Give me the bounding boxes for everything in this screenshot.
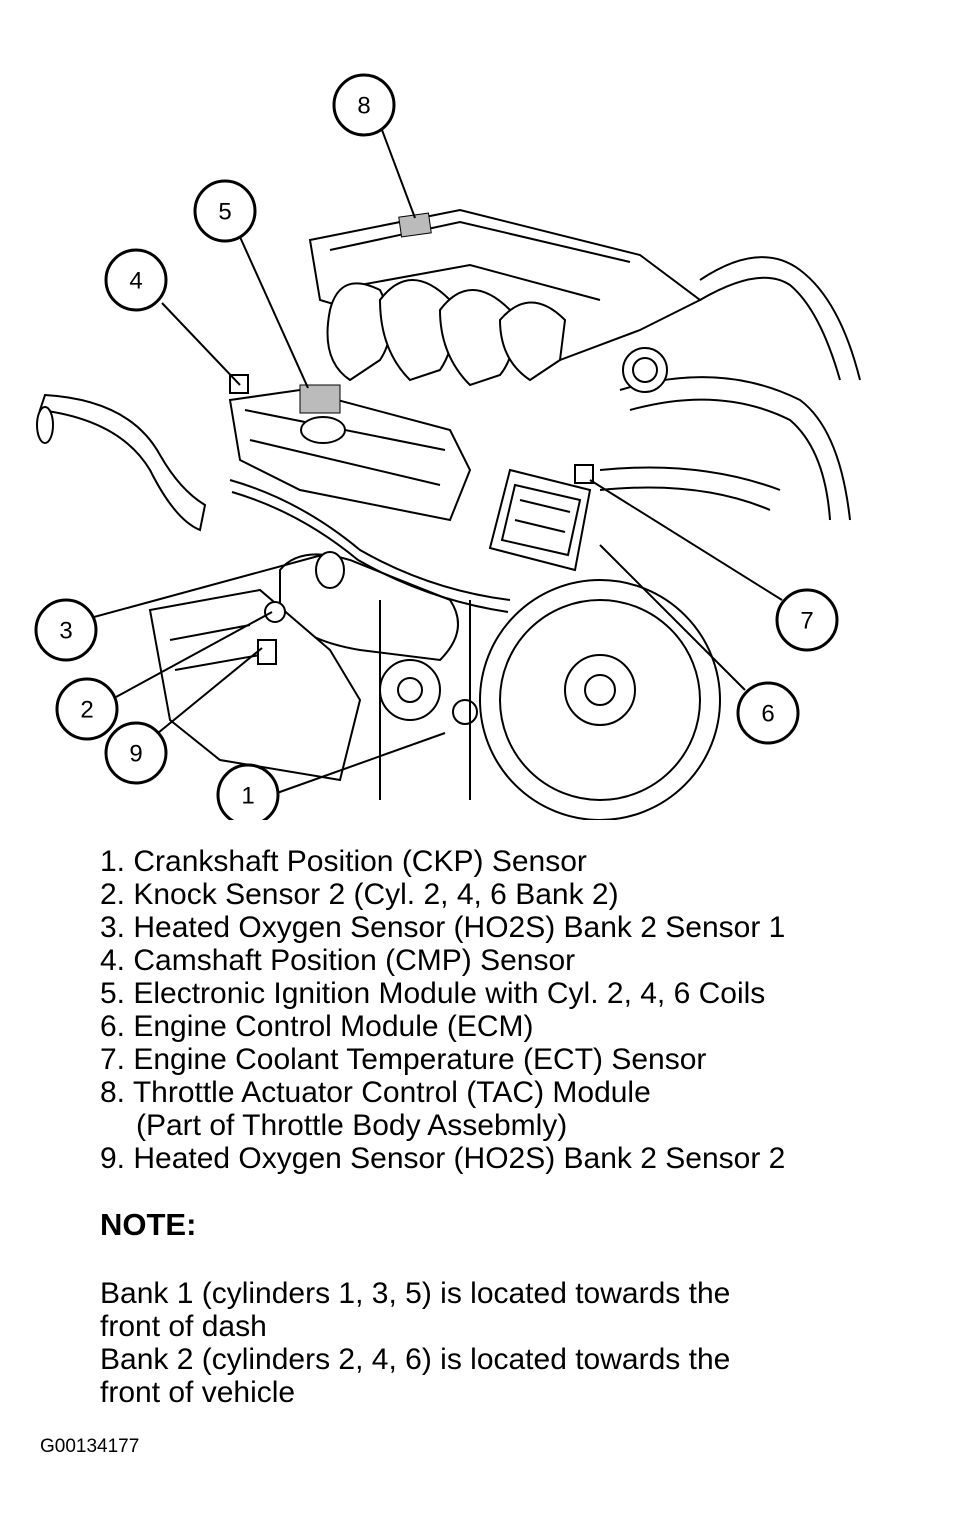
legend-item: 5. Electronic Ignition Module with Cyl. … xyxy=(100,977,766,1010)
note-line: front of dash xyxy=(100,1310,267,1343)
leader-line-6 xyxy=(599,544,746,691)
legend-item: 1. Crankshaft Position (CKP) Sensor xyxy=(100,845,587,878)
leader-line-9 xyxy=(157,647,263,734)
leader-line-5 xyxy=(239,236,309,389)
leader-lines xyxy=(93,129,783,794)
engine-component-diagram: 1 2 3 4 5 6 7 8 9 xyxy=(34,73,861,820)
svg-text:1: 1 xyxy=(241,783,254,810)
callout-9: 9 xyxy=(104,721,168,785)
callout-1: 1 xyxy=(216,763,280,820)
callout-3: 3 xyxy=(34,598,98,662)
callout-6: 6 xyxy=(736,681,800,745)
figure-id: G00134177 xyxy=(40,1436,140,1457)
legend-item: 8. Throttle Actuator Control (TAC) Modul… xyxy=(100,1076,651,1109)
engine-illustration xyxy=(36,208,861,820)
svg-text:3: 3 xyxy=(59,618,72,645)
svg-text:4: 4 xyxy=(129,268,142,295)
svg-text:6: 6 xyxy=(761,701,774,728)
callout-5: 5 xyxy=(193,179,257,243)
svg-text:9: 9 xyxy=(129,741,142,768)
legend-item: 2. Knock Sensor 2 (Cyl. 2, 4, 6 Bank 2) xyxy=(100,878,619,911)
legend-item-continuation: (Part of Throttle Body Assebmly) xyxy=(136,1109,568,1142)
leader-line-4 xyxy=(161,302,241,386)
svg-text:8: 8 xyxy=(357,93,370,120)
leader-line-3 xyxy=(93,554,323,618)
legend-item: 6. Engine Control Module (ECM) xyxy=(100,1010,534,1043)
svg-text:7: 7 xyxy=(800,608,813,635)
legend-item: 3. Heated Oxygen Sensor (HO2S) Bank 2 Se… xyxy=(100,911,786,944)
legend-item: 4. Camshaft Position (CMP) Sensor xyxy=(100,944,576,977)
note-line: Bank 2 (cylinders 2, 4, 6) is located to… xyxy=(100,1343,731,1376)
note-line: front of vehicle xyxy=(100,1376,296,1409)
note-line: Bank 1 (cylinders 1, 3, 5) is located to… xyxy=(100,1277,731,1310)
legend-item: 9. Heated Oxygen Sensor (HO2S) Bank 2 Se… xyxy=(100,1142,786,1175)
callout-2: 2 xyxy=(55,677,119,741)
callout-7: 7 xyxy=(775,588,839,652)
callout-8: 8 xyxy=(332,73,396,137)
component-legend: 1. Crankshaft Position (CKP) Sensor 2. K… xyxy=(100,845,785,1175)
legend-item: 7. Engine Coolant Temperature (ECT) Sens… xyxy=(100,1043,707,1076)
svg-text:5: 5 xyxy=(218,199,231,226)
callout-4: 4 xyxy=(104,248,168,312)
leader-line-2 xyxy=(115,611,273,698)
leader-line-8 xyxy=(381,129,416,219)
leader-line-1 xyxy=(276,732,446,794)
leader-line-7 xyxy=(589,479,783,601)
svg-text:2: 2 xyxy=(80,697,93,724)
note-body: Bank 1 (cylinders 1, 3, 5) is located to… xyxy=(100,1277,730,1409)
note-heading: NOTE: xyxy=(100,1207,197,1242)
